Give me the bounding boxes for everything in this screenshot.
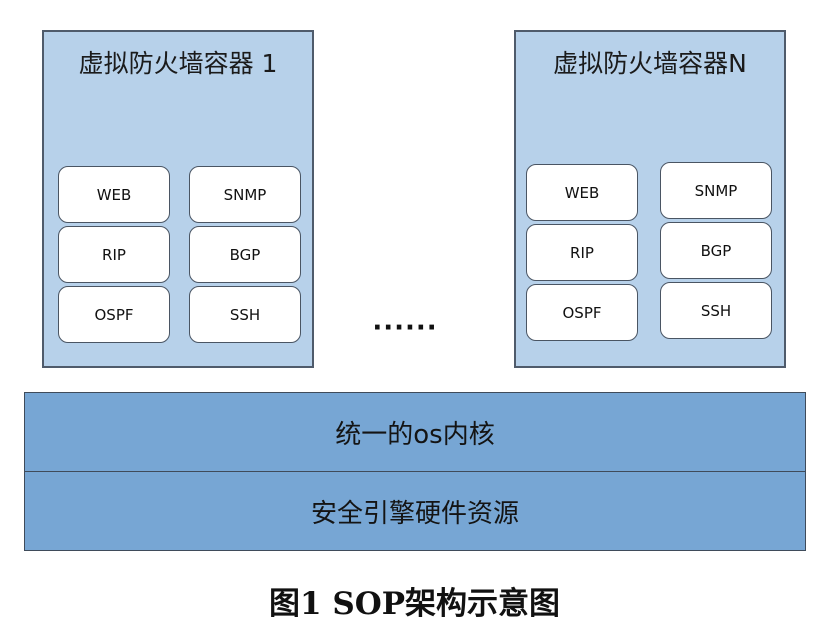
service-ssh: SSH	[189, 286, 301, 343]
service-snmp: SNMP	[189, 166, 301, 223]
service-bgp: BGP	[189, 226, 301, 283]
service-ospf: OSPF	[526, 284, 638, 341]
virtual-firewall-container-1: 虚拟防火墙容器 1 WEB SNMP RIP BGP OSPF SSH	[42, 30, 314, 368]
service-web: WEB	[526, 164, 638, 221]
ellipsis: ······	[372, 313, 438, 343]
service-rip: RIP	[58, 226, 170, 283]
virtual-firewall-container-n: 虚拟防火墙容器N WEB SNMP RIP BGP OSPF SSH	[514, 30, 786, 368]
service-ospf: OSPF	[58, 286, 170, 343]
service-ssh: SSH	[660, 282, 772, 339]
figure-caption: 图1 SOP架构示意图	[268, 586, 561, 622]
service-bgp: BGP	[660, 222, 772, 279]
security-engine-hardware-layer: 安全引擎硬件资源	[24, 471, 806, 551]
service-web: WEB	[58, 166, 170, 223]
service-snmp: SNMP	[660, 162, 772, 219]
container-n-title: 虚拟防火墙容器N	[553, 49, 747, 78]
container-1-title: 虚拟防火墙容器 1	[78, 49, 278, 78]
service-rip: RIP	[526, 224, 638, 281]
unified-os-kernel-layer: 统一的os内核	[24, 392, 806, 473]
